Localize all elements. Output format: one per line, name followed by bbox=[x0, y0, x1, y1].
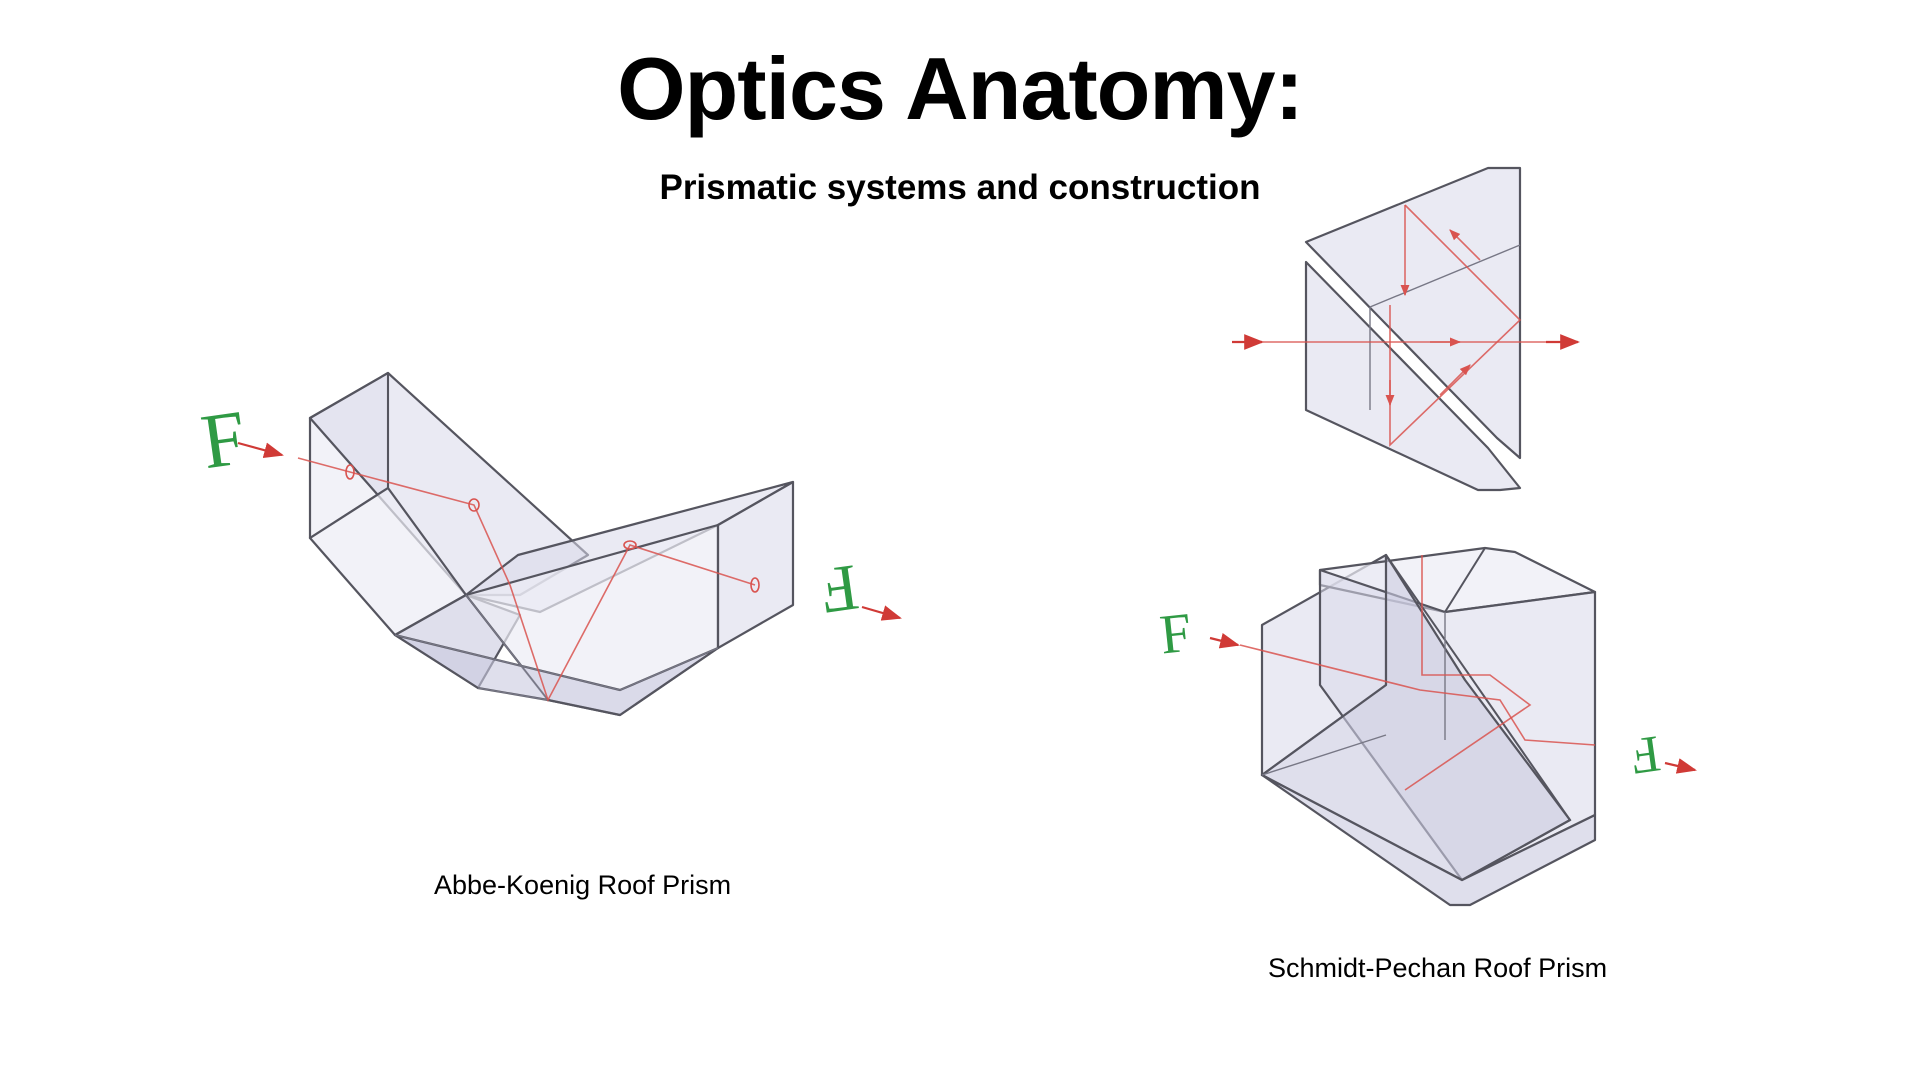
pechan-ray-diag-1 bbox=[1449, 229, 1481, 261]
abbe-output-arrow bbox=[861, 605, 902, 621]
sp-ray-fold bbox=[1404, 555, 1532, 791]
abbe-ray-mark-1 bbox=[345, 464, 355, 480]
abbe-koenig-caption: Abbe-Koenig Roof Prism bbox=[434, 870, 732, 900]
abbe-output-glyph: F bbox=[816, 550, 863, 627]
abbe-ray-mark-2 bbox=[468, 498, 480, 512]
sp-input-glyph: F bbox=[1157, 602, 1194, 667]
abbe-right-exit-face bbox=[716, 480, 795, 650]
schmidt-pechan-prism: F F bbox=[1157, 546, 1697, 907]
sp-output-arrow bbox=[1664, 758, 1697, 774]
pechan-ray-diag-2 bbox=[1439, 364, 1471, 396]
sp-input-arrow bbox=[1209, 632, 1240, 649]
pechan-prism-top bbox=[1232, 166, 1580, 492]
abbe-edge-4 bbox=[477, 687, 549, 701]
slide-subtitle: Prismatic systems and construction bbox=[659, 168, 1261, 207]
pechan-upper-element bbox=[1304, 166, 1522, 460]
sp-output-glyph: F bbox=[1627, 724, 1664, 784]
abbe-ray-path bbox=[297, 457, 756, 703]
abbe-input-arrow bbox=[237, 441, 284, 458]
pechan-edge-mid bbox=[1369, 244, 1521, 308]
slide-title: Optics Anatomy: bbox=[617, 39, 1304, 138]
sp-edge-3 bbox=[1444, 547, 1486, 613]
sp-ray-path bbox=[1239, 644, 1596, 746]
abbe-input-glyph: F bbox=[196, 393, 251, 485]
abbe-koenig-prism: F F bbox=[196, 371, 902, 717]
abbe-ray-mark-3 bbox=[623, 540, 637, 550]
schmidt-pechan-caption: Schmidt-Pechan Roof Prism bbox=[1268, 953, 1608, 983]
abbe-ray-mark-4 bbox=[750, 577, 760, 593]
pechan-ray-fold-1 bbox=[1389, 204, 1522, 447]
abbe-edge-3 bbox=[394, 634, 719, 691]
sp-edge-5 bbox=[1261, 734, 1387, 776]
sp-edge-1 bbox=[1385, 554, 1572, 881]
abbe-edge-2 bbox=[465, 594, 549, 701]
